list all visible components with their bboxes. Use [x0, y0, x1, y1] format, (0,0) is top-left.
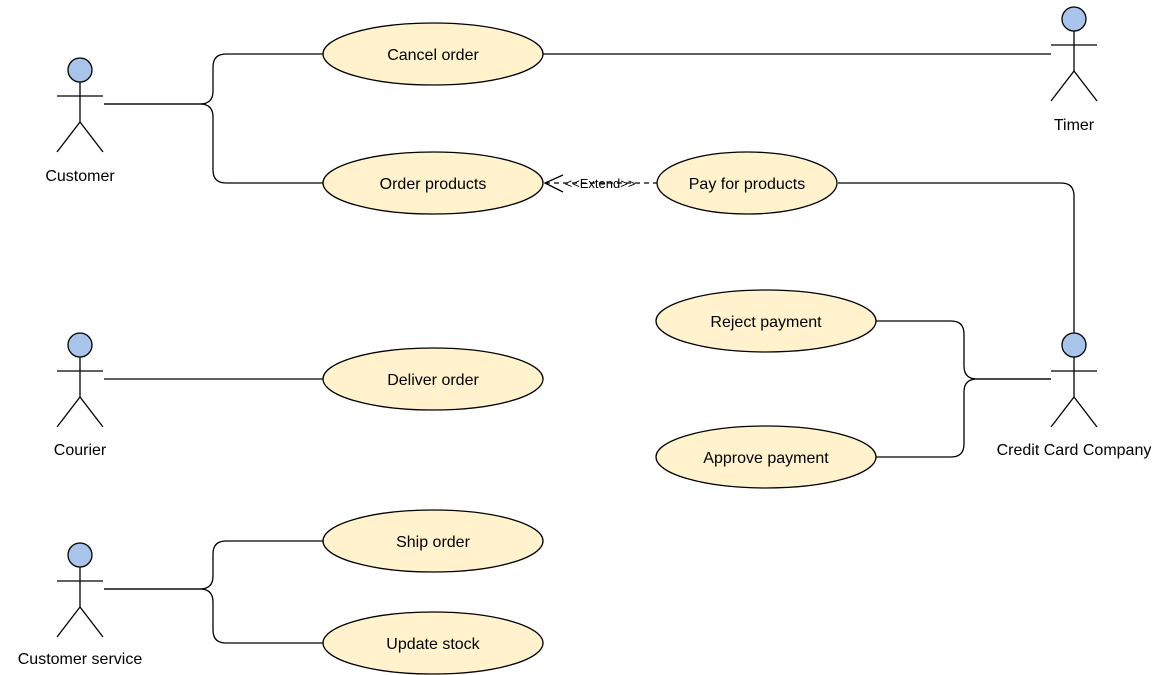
use-case-order-products[interactable]: Order products — [322, 151, 544, 215]
stick-figure-icon — [1050, 6, 1098, 102]
use-case-label: Order products — [380, 176, 487, 193]
use-case-label: Approve payment — [703, 450, 829, 467]
use-case-reject-payment[interactable]: Reject payment — [655, 289, 877, 353]
actor-courier[interactable]: Courier — [54, 332, 107, 459]
extend-arrowhead — [543, 174, 564, 193]
association-reject-payment-credit-card — [876, 320, 1051, 380]
stick-figure-icon — [56, 332, 104, 428]
association-pay-credit-card — [838, 182, 1075, 333]
actor-timer[interactable]: Timer — [1050, 6, 1098, 134]
association-customer-service-update-stock — [104, 588, 323, 644]
actor-credit-card-company[interactable]: Credit Card Company — [997, 332, 1152, 459]
association-customer-order-products — [104, 103, 323, 184]
actor-label: Customer — [45, 168, 115, 185]
actor-label: Courier — [54, 442, 107, 459]
stick-figure-icon — [1050, 332, 1098, 428]
use-case-cancel-order[interactable]: Cancel order — [322, 22, 544, 86]
association-approve-payment-credit-card — [876, 378, 1051, 458]
use-case-ship-order[interactable]: Ship order — [322, 509, 544, 573]
extend-label: <<Extend>> — [565, 176, 636, 191]
association-customer-cancel-order — [104, 53, 323, 105]
associations — [104, 53, 1075, 644]
association-customer-service-ship-order — [104, 540, 323, 590]
use-case-label: Pay for products — [689, 176, 806, 193]
actor-customer-service[interactable]: Customer service — [18, 542, 143, 668]
actor-customer[interactable]: Customer — [45, 57, 115, 185]
use-case-deliver-order[interactable]: Deliver order — [322, 347, 544, 411]
use-case-label: Reject payment — [710, 314, 822, 331]
use-case-label: Deliver order — [387, 372, 479, 389]
use-case-label: Update stock — [386, 636, 480, 653]
use-case-label: Ship order — [396, 534, 470, 551]
actor-label: Customer service — [18, 651, 143, 668]
stick-figure-icon — [56, 542, 104, 638]
use-case-update-stock[interactable]: Update stock — [322, 611, 544, 675]
stick-figure-icon — [56, 57, 104, 153]
extend-relation: <<Extend>> — [543, 174, 658, 193]
use-case-approve-payment[interactable]: Approve payment — [655, 425, 877, 489]
actor-label: Timer — [1054, 117, 1095, 134]
use-case-label: Cancel order — [387, 47, 479, 64]
use-case-pay-for-products[interactable]: Pay for products — [656, 151, 838, 215]
actor-label: Credit Card Company — [997, 442, 1152, 459]
